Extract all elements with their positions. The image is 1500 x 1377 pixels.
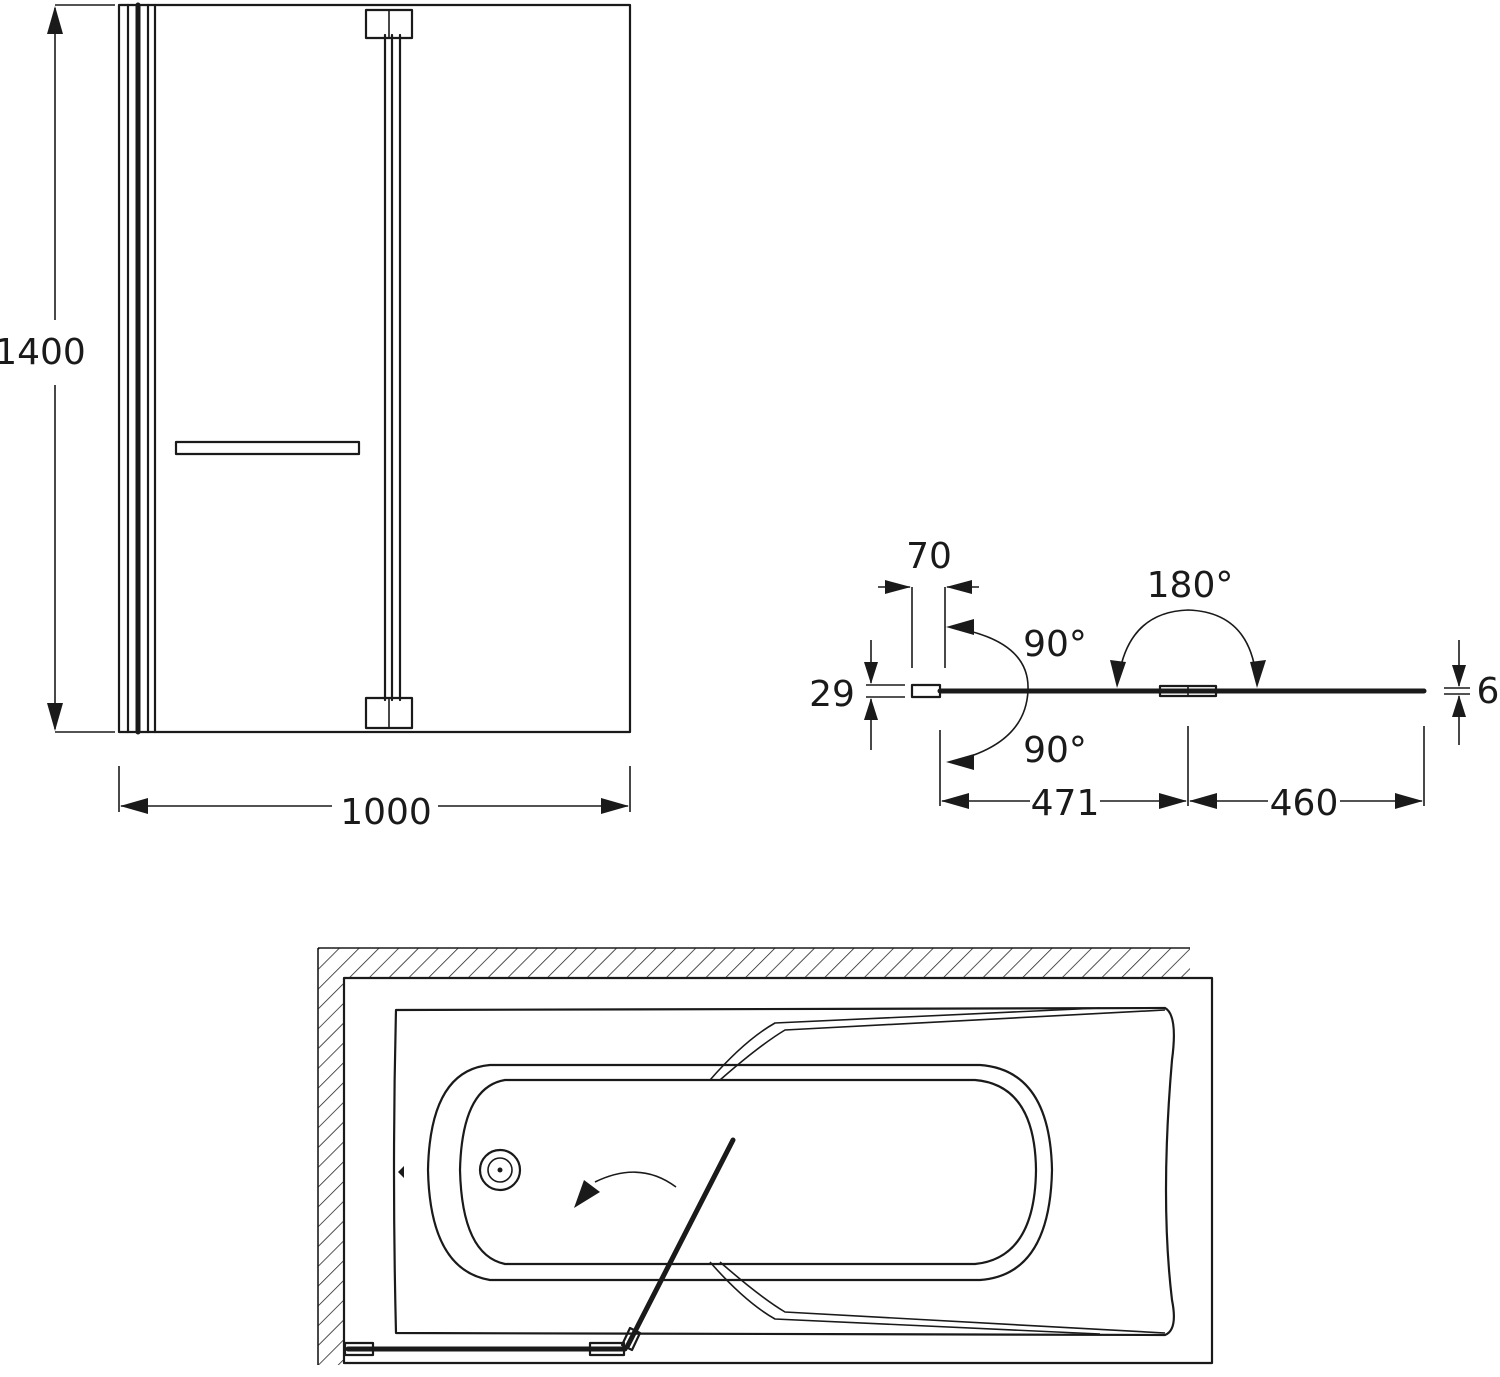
panel-dimensions: 471 460 bbox=[939, 726, 1425, 824]
width-label: 1000 bbox=[340, 792, 432, 833]
width-dimension: 1000 bbox=[118, 766, 631, 833]
wall-profile-plan bbox=[910, 683, 942, 699]
height-dimension: 1400 bbox=[0, 4, 115, 733]
profile-dimension: 29 bbox=[809, 640, 905, 750]
rotation-arrow bbox=[594, 1171, 677, 1188]
left-panel-label: 471 bbox=[1031, 783, 1100, 824]
swing-panel-plan bbox=[624, 1137, 736, 1350]
profile-label: 29 bbox=[809, 674, 855, 715]
depth-label: 70 bbox=[906, 536, 952, 577]
angle-fold-label: 180° bbox=[1147, 565, 1234, 606]
bathtub-plan bbox=[317, 947, 1214, 1365]
basin-outer bbox=[426, 1063, 1054, 1282]
towel-bar bbox=[174, 440, 361, 456]
tub-outer-rim bbox=[342, 976, 1214, 1365]
angle-bottom-label: 90° bbox=[1023, 730, 1087, 771]
right-panel-label: 460 bbox=[1270, 783, 1339, 824]
plan-view: 70 29 6 90° 90° bbox=[809, 536, 1499, 824]
thickness-label: 6 bbox=[1477, 671, 1500, 712]
angle-top-label: 90° bbox=[1023, 624, 1087, 665]
thickness-dimension: 6 bbox=[1444, 640, 1499, 745]
tub-deck bbox=[392, 1006, 1175, 1337]
overflow-mark bbox=[398, 1166, 404, 1178]
fold-arc: 180° bbox=[1110, 565, 1266, 688]
drain bbox=[478, 1148, 522, 1192]
swing-arcs: 90° 90° bbox=[946, 619, 1087, 771]
height-label: 1400 bbox=[0, 332, 86, 373]
screen-outline bbox=[117, 3, 632, 734]
basin-inner bbox=[458, 1078, 1038, 1266]
front-elevation: 1400 1000 bbox=[0, 2, 632, 833]
depth-dimension: 70 bbox=[878, 536, 979, 668]
